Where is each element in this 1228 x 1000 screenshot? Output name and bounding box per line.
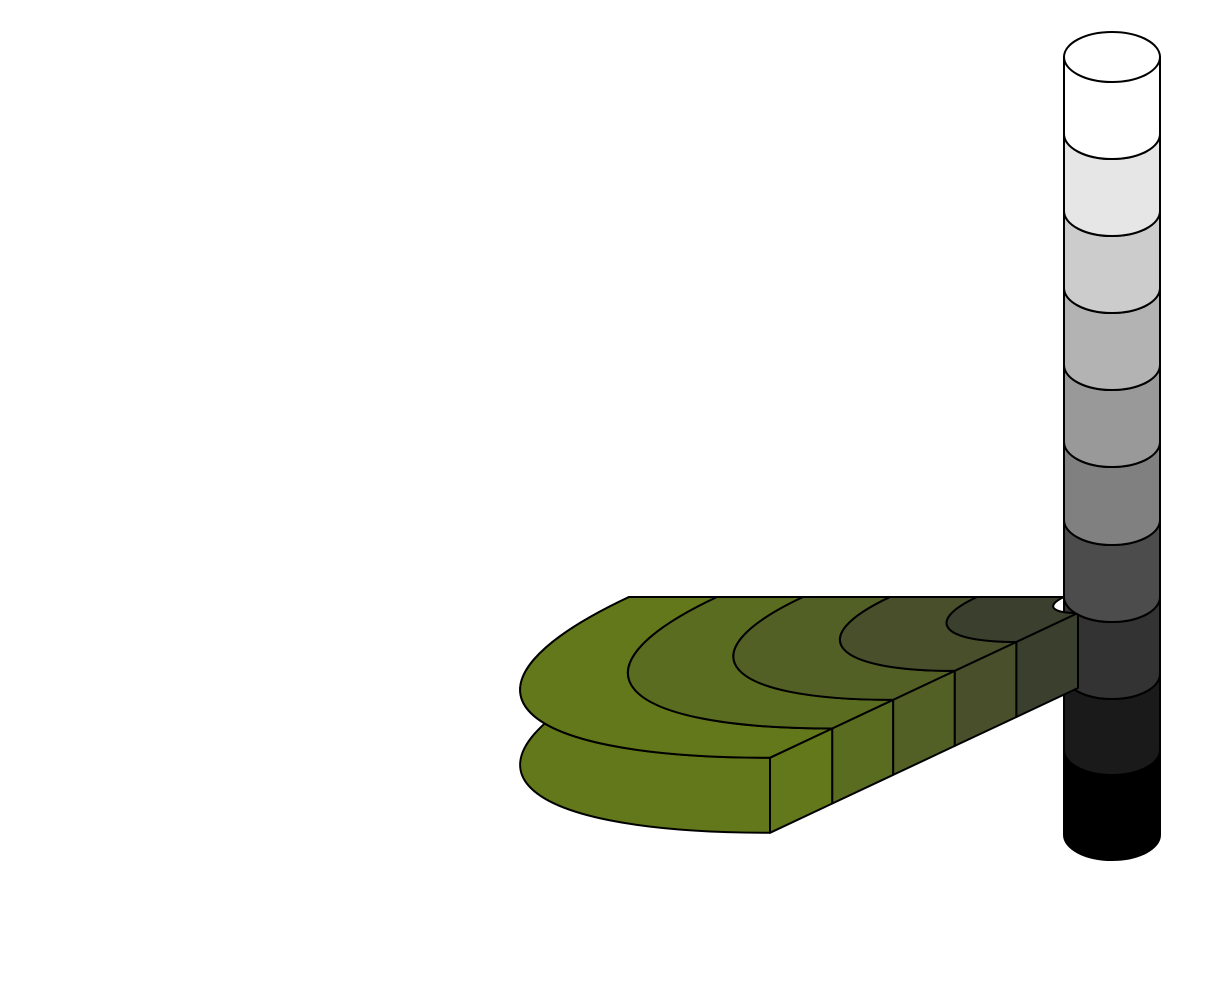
fan-radial-face-segment	[1015, 612, 1079, 718]
quarter-fan-solid	[519, 596, 1079, 834]
cylinder-upper-segments	[1063, 31, 1161, 623]
fan-top-face-segment	[945, 596, 1079, 643]
cylinder-lower-segments	[1063, 571, 1161, 861]
cylinder-segment	[1063, 31, 1161, 160]
